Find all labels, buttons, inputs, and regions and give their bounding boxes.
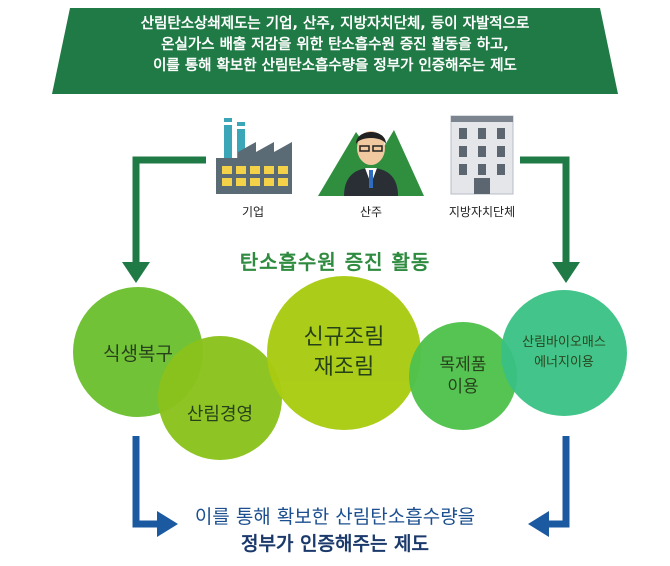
activity-label-biomass-1: 산림바이오매스	[522, 335, 606, 350]
left-blue-arrow	[132, 436, 178, 537]
activity-circle-biomass: 산림바이오매스 에너지이용	[501, 290, 627, 416]
activity-label-vegetation-restoration: 식생복구	[103, 342, 173, 365]
footer-line-1: 이를 통해 확보한 산림탄소흡수량을	[194, 506, 476, 528]
activity-label-afforestation-1: 신규조림	[303, 325, 385, 350]
banner-line-1: 산림탄소상쇄제도는 기업, 산주, 지방자치단체, 등이 자발적으로	[140, 16, 530, 32]
forest-owner-icon	[318, 130, 424, 196]
activity-title: 탄소흡수원 증진 활동	[239, 250, 431, 274]
activity-circle-wood-products: 목제품 이용	[409, 322, 517, 430]
activity-label-wood-products-2: 이용	[447, 377, 479, 397]
activity-label-wood-products-1: 목제품	[439, 355, 487, 375]
activity-circle-forest-management: 산림경영	[158, 336, 282, 460]
participant-label-forest-owner: 산주	[359, 205, 383, 219]
activity-label-forest-management: 산림경영	[186, 404, 254, 425]
right-blue-arrow	[528, 436, 570, 537]
right-green-arrow	[520, 156, 580, 283]
footer-line-2: 정부가 인증해주는 제도	[240, 533, 430, 555]
activity-circle-afforestation: 신규조림 재조림	[267, 276, 421, 430]
participant-label-company: 기업	[241, 205, 265, 219]
participant-label-municipality: 지방자치단체	[448, 205, 516, 219]
top-banner	[52, 8, 618, 94]
activity-label-biomass-2: 에너지이용	[534, 355, 594, 370]
activity-label-afforestation-2: 재조림	[313, 355, 375, 380]
banner-line-3: 이를 통해 확보한 산림탄소흡수량을 정부가 인증해주는 제도	[153, 58, 517, 74]
banner-line-2: 온실가스 배출 저감을 위한 탄소흡수원 증진 활동을 하고,	[161, 37, 509, 53]
factory-icon	[216, 118, 292, 194]
left-green-arrow	[122, 156, 206, 283]
banner-description: 산림탄소상쇄제도는 기업, 산주, 지방자치단체, 등이 자발적으로 온실가스 …	[95, 14, 575, 77]
building-icon	[450, 115, 514, 195]
